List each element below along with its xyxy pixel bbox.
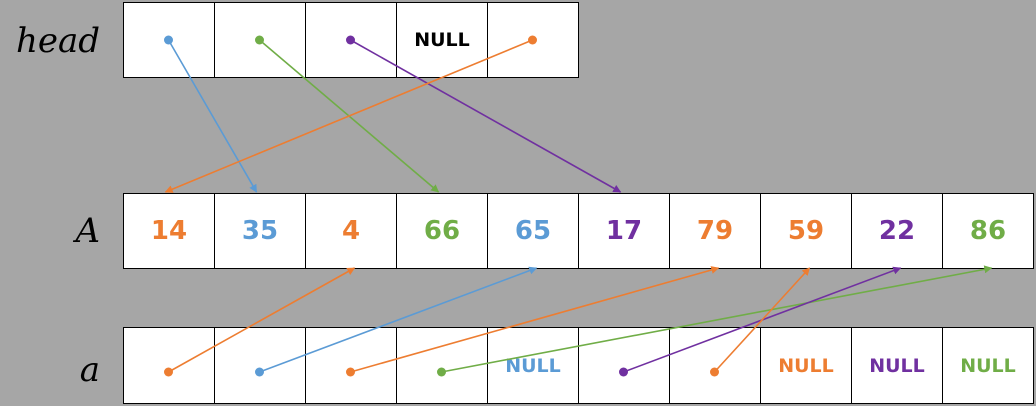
A-cell-1: 35 bbox=[214, 193, 306, 269]
cell-value: 86 bbox=[969, 216, 1007, 246]
cell-value: 14 bbox=[150, 216, 188, 246]
head-label: head bbox=[15, 21, 100, 61]
A-cell-9: 86 bbox=[942, 193, 1034, 269]
head-cell-0 bbox=[123, 2, 215, 78]
cell-value: 66 bbox=[423, 216, 461, 246]
head-cell-3: NULL bbox=[396, 2, 488, 78]
cell-value: 59 bbox=[787, 216, 825, 246]
a-cell-7: NULL bbox=[760, 327, 852, 404]
A-cell-4: 65 bbox=[487, 193, 579, 269]
array-A-label: A bbox=[75, 211, 100, 251]
cell-value: 17 bbox=[605, 216, 643, 246]
a-cell-6 bbox=[669, 327, 761, 404]
A-cell-7: 59 bbox=[760, 193, 852, 269]
a-cell-2 bbox=[305, 327, 397, 404]
a-cell-8: NULL bbox=[851, 327, 943, 404]
A-cell-3: 66 bbox=[396, 193, 488, 269]
A-cell-6: 79 bbox=[669, 193, 761, 269]
A-cell-5: 17 bbox=[578, 193, 670, 269]
cell-value: 65 bbox=[514, 216, 552, 246]
head-cell-4 bbox=[487, 2, 579, 78]
null-text: NULL bbox=[778, 354, 834, 377]
cell-value: 4 bbox=[341, 216, 361, 246]
cell-value: 22 bbox=[878, 216, 916, 246]
A-cell-8: 22 bbox=[851, 193, 943, 269]
head-cell-1 bbox=[214, 2, 306, 78]
A-cell-0: 14 bbox=[123, 193, 215, 269]
A-cell-2: 4 bbox=[305, 193, 397, 269]
a-cell-1 bbox=[214, 327, 306, 404]
head-cell-2 bbox=[305, 2, 397, 78]
a-cell-5 bbox=[578, 327, 670, 404]
cell-value: 35 bbox=[241, 216, 279, 246]
null-text: NULL bbox=[414, 29, 470, 51]
a-cell-9: NULL bbox=[942, 327, 1034, 404]
cell-value: 79 bbox=[696, 216, 734, 246]
a-cell-4: NULL bbox=[487, 327, 579, 404]
null-text: NULL bbox=[505, 354, 561, 377]
null-text: NULL bbox=[960, 354, 1016, 377]
a-cell-0 bbox=[123, 327, 215, 404]
a-cell-3 bbox=[396, 327, 488, 404]
array-a-label: a bbox=[79, 350, 100, 390]
null-text: NULL bbox=[869, 354, 925, 377]
